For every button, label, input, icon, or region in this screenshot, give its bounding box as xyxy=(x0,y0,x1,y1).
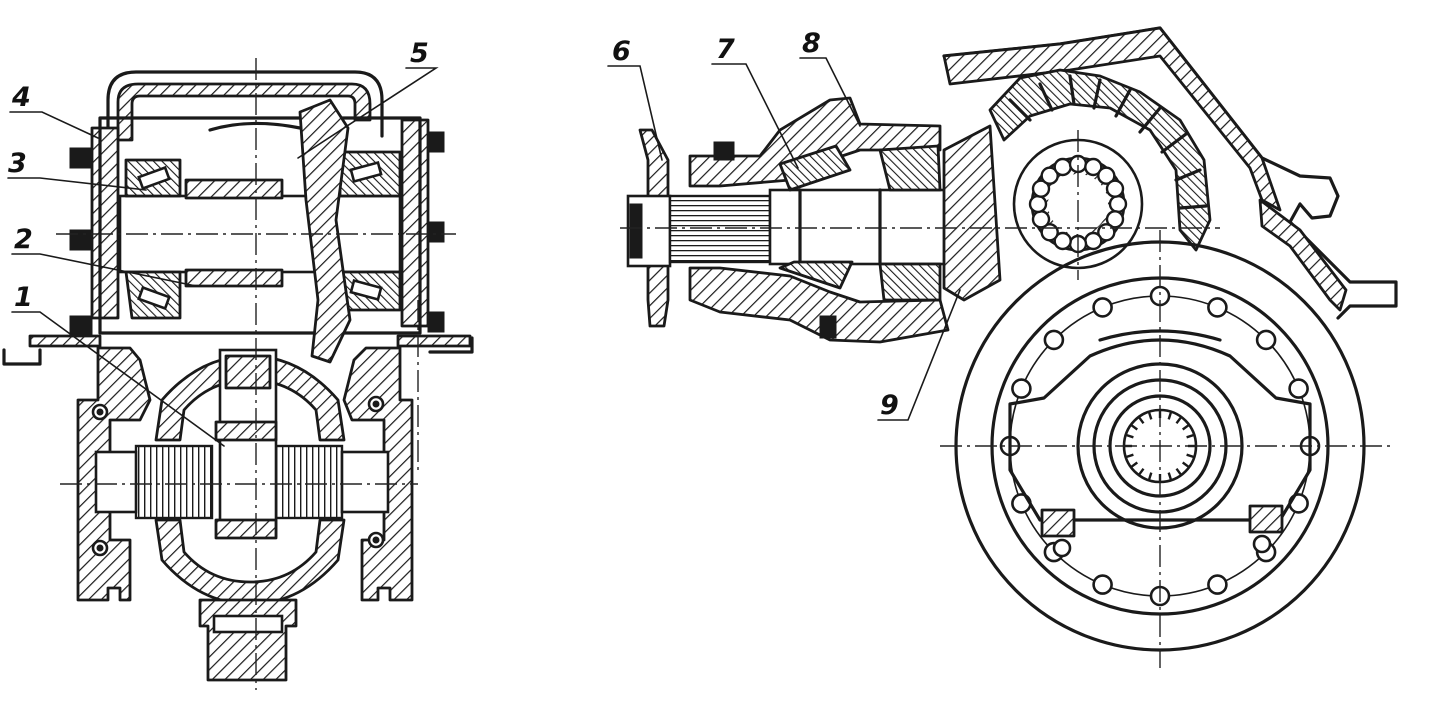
flange-hole xyxy=(1207,297,1228,318)
wheel-flange-holes xyxy=(999,285,1321,607)
left-cross-section-view xyxy=(2,58,474,690)
left-side-gear-splines xyxy=(134,444,214,520)
flange-hole xyxy=(1092,574,1113,595)
housing-rib xyxy=(1258,198,1348,312)
brake-shoe xyxy=(1008,338,1312,522)
hub-spline-tooth xyxy=(1125,453,1134,459)
hub-spline-tooth xyxy=(1181,423,1190,431)
callout-6: 6 xyxy=(612,36,631,67)
callout-7: 7 xyxy=(716,34,735,65)
spline-tooth xyxy=(1084,157,1103,177)
callout-3: 3 xyxy=(8,148,27,179)
left-roller-bearing xyxy=(124,158,182,320)
right-side-gear-splines xyxy=(274,444,344,520)
leader-8 xyxy=(799,57,861,127)
leader-1 xyxy=(11,311,225,447)
callout-4: 4 xyxy=(11,82,31,113)
flange-hole xyxy=(1092,297,1113,318)
leader-5 xyxy=(297,67,439,159)
spline-tooth xyxy=(1108,194,1128,214)
hub-spline-tooth xyxy=(1167,411,1173,420)
housing-right-wall xyxy=(400,118,430,328)
flange-hole xyxy=(1207,574,1228,595)
leader-9 xyxy=(877,289,961,421)
spline-tooth xyxy=(1053,157,1072,177)
hub-spline-tooth xyxy=(1130,423,1139,431)
differential-case-bottom xyxy=(154,518,346,606)
spline-tooth xyxy=(1031,210,1051,229)
hub-spline-tooth xyxy=(1137,416,1145,425)
hub-spline-tooth xyxy=(1130,461,1139,469)
hub-spline-tooth xyxy=(1175,416,1183,425)
spline-tooth xyxy=(1084,231,1103,251)
right-axle-shaft xyxy=(340,450,390,514)
input-shaft-splines xyxy=(668,194,772,264)
hub-spline-tooth xyxy=(1175,467,1183,476)
pinion-housing-top xyxy=(688,96,942,188)
hub-spline-tooth xyxy=(1137,467,1145,476)
drive-pinion-bevel xyxy=(942,124,1002,302)
base-flange xyxy=(2,336,474,366)
shaft-hub-left xyxy=(184,178,284,200)
hub-spline-tooth xyxy=(1125,433,1134,439)
hub-spline-tooth xyxy=(1147,411,1153,420)
right-side-section-view xyxy=(620,26,1398,668)
callout-2: 2 xyxy=(14,224,33,255)
brake-shoe-bolts xyxy=(1040,504,1284,538)
flange-hole xyxy=(1043,329,1065,351)
callout-8: 8 xyxy=(802,28,821,59)
driven-bevel-gear xyxy=(298,98,352,364)
ring-gear-teeth xyxy=(988,68,1212,252)
spline-tooth xyxy=(1028,194,1048,214)
spline-tooth xyxy=(1040,166,1059,185)
housing-left-wall xyxy=(90,126,120,320)
pinion-housing-bottom xyxy=(688,266,950,344)
hub-spline-tooth xyxy=(1181,461,1190,469)
callout-1: 1 xyxy=(14,282,33,313)
spline-tooth xyxy=(1053,231,1072,251)
lower-bearings xyxy=(91,395,385,557)
leader-3 xyxy=(7,177,147,191)
flange-hole xyxy=(1011,378,1032,399)
left-axle-shaft xyxy=(94,450,138,514)
flange-hole xyxy=(1255,329,1277,351)
input-pinion-shaft xyxy=(768,188,952,266)
output-shaft xyxy=(198,598,298,682)
housing-outer-frame xyxy=(98,116,422,335)
spline-tooth xyxy=(1031,179,1051,198)
bearing-8-rollers xyxy=(878,144,942,302)
bearing-7-rollers xyxy=(778,144,854,290)
final-drive-housing xyxy=(28,334,152,602)
top-cover xyxy=(106,70,384,302)
leader-4 xyxy=(9,111,99,139)
spline-tooth xyxy=(1097,166,1116,185)
hub-spline-tooth xyxy=(1167,472,1173,481)
leader-6 xyxy=(607,65,663,161)
callout-9: 9 xyxy=(880,390,899,421)
hub-spline-tooth xyxy=(1147,472,1153,481)
hub-spline-tooth xyxy=(1186,433,1195,439)
shaft-hub-left-bottom xyxy=(184,268,284,288)
callout-5: 5 xyxy=(410,38,429,69)
hub-spline-tooth xyxy=(1186,453,1195,459)
flange-hole xyxy=(1288,378,1309,399)
leader-7 xyxy=(711,63,799,169)
flange-bolts xyxy=(69,131,445,337)
callout-labels: 1 2 3 4 5 6 7 8 9 xyxy=(7,28,961,447)
leader-2 xyxy=(11,253,197,287)
spline-tooth xyxy=(1105,179,1125,198)
